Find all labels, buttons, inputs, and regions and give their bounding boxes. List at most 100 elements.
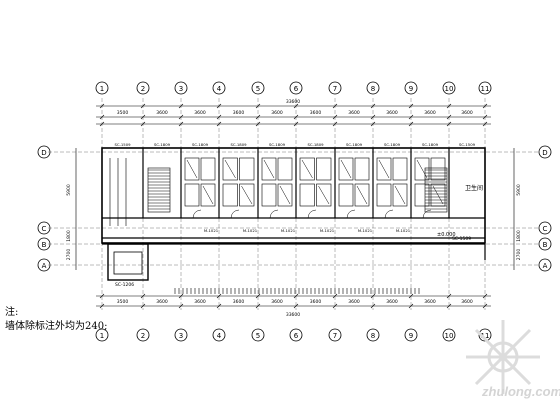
watermark-logo: [466, 320, 540, 394]
axis-bubble: [442, 328, 456, 342]
axis-bubble: [212, 81, 226, 95]
axis-bubble-label: 9: [409, 85, 413, 93]
axis-bubble-label: 8: [371, 332, 375, 340]
axis-bubble-label: 4: [217, 332, 222, 340]
axis-bubble: [95, 81, 109, 95]
bay-dimension: 3600: [156, 110, 168, 116]
axis-bubble-label: 5: [256, 332, 260, 340]
axis-bubble: [328, 81, 342, 95]
side-dimension: 1800: [516, 230, 522, 242]
window-tag: SC-1509: [114, 142, 131, 147]
axis-bubble: [366, 81, 380, 95]
axis-bubble: [538, 221, 552, 235]
axis-bubble-label: C: [42, 225, 47, 233]
stair-flights: [109, 158, 448, 226]
bay-dimension: 3600: [386, 299, 398, 305]
watermark-text: zhulong.com: [482, 384, 560, 399]
grid-centerlines: [48, 98, 540, 310]
axis-bubble-label: D: [41, 149, 46, 157]
axis-bubble-label: A: [42, 262, 47, 270]
axis-bubble: [136, 328, 150, 342]
bay-dimension: 3600: [310, 299, 322, 305]
opening-tags: SC-1509 SC-1809 SC-1809 SC-1809 SC-1809 SC-18…: [114, 142, 475, 233]
bay-dimension: 3600: [348, 299, 360, 305]
door-tag: M-1021: [396, 228, 411, 233]
axis-bubble: [366, 328, 380, 342]
axis-bubble: [478, 81, 492, 95]
bay-dimension: 3600: [233, 299, 245, 305]
window-tag: SC-1809: [346, 142, 363, 147]
axis-bubble: [538, 237, 552, 251]
axis-bubble: [538, 145, 552, 159]
axis-bubble-label: 3: [179, 85, 183, 93]
bay-dimension: 3500: [117, 110, 129, 116]
axis-bubble-label: A: [543, 262, 548, 270]
door-tag: M-1021: [204, 228, 219, 233]
total-dimension: 33600: [286, 312, 300, 318]
door-tag: M-1021: [320, 228, 335, 233]
side-dimension: 2700: [66, 249, 72, 261]
axis-bubble-label: 7: [333, 332, 337, 340]
bay-dimension: 3600: [424, 110, 436, 116]
bay-dimension: 3600: [233, 110, 245, 116]
axis-bubble: [212, 328, 226, 342]
axis-bubble-label: 7: [333, 85, 337, 93]
level-mark: ±0.000: [437, 232, 456, 238]
axis-bubble-label: 2: [141, 85, 145, 93]
axis-bubble: [404, 328, 418, 342]
axis-bubble: [289, 328, 303, 342]
axis-bubble: [136, 81, 150, 95]
axis-bubble-label: 1: [100, 332, 104, 340]
total-dimension: 33600: [286, 99, 300, 105]
entry-porch-tag: SC-1206: [115, 282, 134, 288]
wc-label: 卫生间: [465, 184, 483, 192]
side-dimension: 5900: [66, 184, 72, 196]
note-title: 注:: [5, 307, 19, 318]
axis-bubble-label: 11: [481, 332, 490, 340]
window-tag: SC-1809: [384, 142, 401, 147]
side-dimension: 1800: [66, 230, 72, 242]
window-tag: SC-1809: [422, 142, 439, 147]
room-partitions: [102, 148, 485, 219]
building-walls: [101, 147, 486, 281]
bay-dimension: 3600: [461, 110, 473, 116]
axis-bubble: [174, 81, 188, 95]
window-tag: SC-1809: [307, 142, 324, 147]
axis-bubble-label: 9: [409, 332, 413, 340]
door-tag: M-1021: [281, 228, 296, 233]
axis-bubble: [442, 81, 456, 95]
axis-bubble-label: 4: [217, 85, 222, 93]
axis-bubble-label: 11: [481, 85, 490, 93]
bay-dimension: 3600: [194, 110, 206, 116]
axis-bubble-label: 6: [294, 85, 299, 93]
axis-bubble-label: 8: [371, 85, 375, 93]
axis-bubble-label: 1: [100, 85, 104, 93]
bay-dimension: 3600: [156, 299, 168, 305]
axis-bubble: [328, 328, 342, 342]
dimension-texts: 3500 3600 3600 3600 3600 3600 3600 3600 3600 3600…: [66, 99, 522, 318]
axis-bubble-label: 5: [256, 85, 260, 93]
side-dimension: 5900: [516, 184, 522, 196]
axis-bubble-label: 10: [445, 332, 454, 340]
bay-dimension: 3600: [386, 110, 398, 116]
bay-dimension: 3600: [194, 299, 206, 305]
window-tag: SC-1509: [459, 142, 476, 147]
bay-dimension: 3600: [348, 110, 360, 116]
side-dimension: 2700: [516, 249, 522, 261]
bay-dimension: 3500: [117, 299, 129, 305]
axis-bubble: [251, 328, 265, 342]
dimension-lines: [75, 103, 515, 309]
window-tag: SC-1809: [154, 142, 171, 147]
bay-dimension: 3600: [271, 110, 283, 116]
axis-bubble-label: 2: [141, 332, 145, 340]
axis-bubble: [538, 258, 552, 272]
door-tag: M-1021: [358, 228, 373, 233]
axis-bubble-label: B: [42, 241, 47, 249]
axis-bubble: [251, 81, 265, 95]
axis-bubble-label: 3: [179, 332, 183, 340]
bay-dimension: 3600: [461, 299, 473, 305]
